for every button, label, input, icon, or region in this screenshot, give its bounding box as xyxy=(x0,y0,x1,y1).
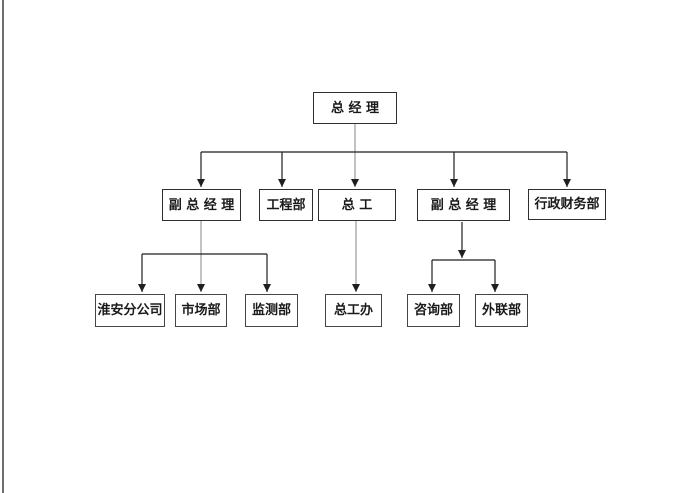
node-deputy-general-manager-left: 副 总 经 理 xyxy=(162,189,241,221)
node-chief-engineer: 总 工 xyxy=(318,189,396,221)
node-consulting-dept: 咨询部 xyxy=(407,294,460,327)
node-monitoring-dept: 监测部 xyxy=(245,294,298,327)
node-engineering-dept: 工程部 xyxy=(259,189,313,221)
node-marketing-dept: 市场部 xyxy=(175,294,227,327)
node-external-relations-dept: 外联部 xyxy=(475,294,528,327)
node-general-manager: 总 经 理 xyxy=(313,92,397,124)
node-chief-engineer-office: 总工办 xyxy=(325,294,382,327)
page-left-edge-line xyxy=(2,0,4,493)
node-deputy-general-manager-right: 副 总 经 理 xyxy=(417,189,510,221)
node-admin-finance-dept: 行政财务部 xyxy=(528,189,606,220)
node-huaian-branch: 淮安分公司 xyxy=(95,294,165,327)
